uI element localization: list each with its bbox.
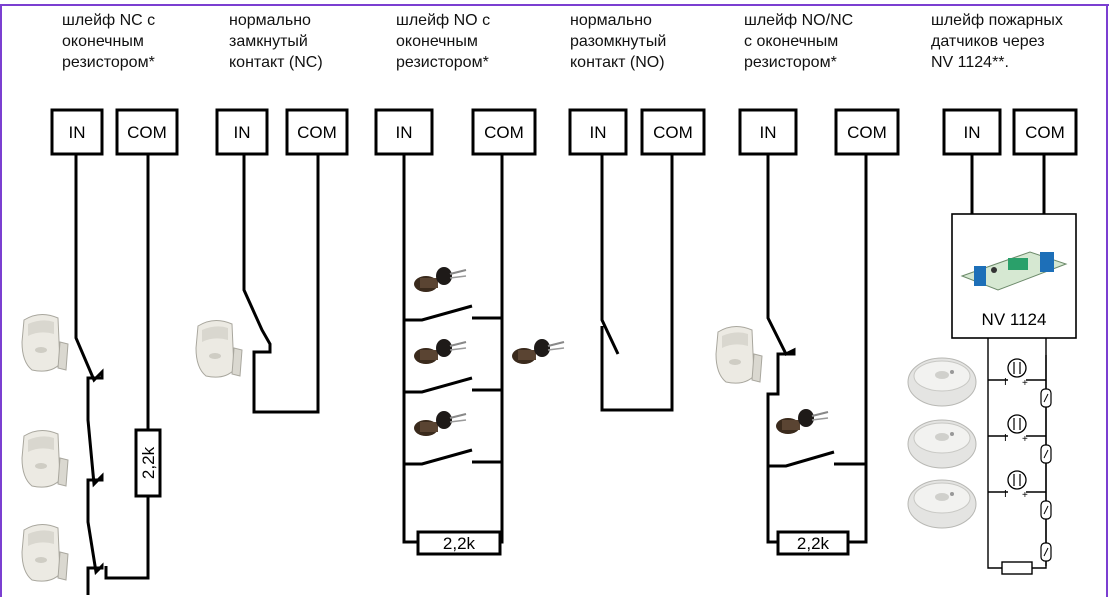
svg-text:+: + (1022, 434, 1028, 445)
page-border (0, 4, 1109, 597)
column-fire-loop (942, 108, 1078, 214)
terminal-com (1012, 108, 1078, 156)
svg-text:I: I (1004, 377, 1007, 388)
terminal-in (568, 108, 628, 156)
column-nc-resistor (50, 108, 179, 595)
nv1124-label: NV 1124 (982, 310, 1047, 329)
nv1124-board-image (960, 251, 1068, 291)
detector-lamps: I + I + I + (1004, 358, 1052, 562)
column-no-resistor (374, 108, 537, 556)
caption-no-resistor: шлейф NO с оконечным резистором* (396, 12, 491, 71)
com-label: COM (127, 123, 167, 142)
in-label: IN (396, 123, 413, 142)
terminal-in (50, 108, 104, 156)
column-no-contact (568, 108, 706, 412)
resistor (134, 428, 162, 498)
terminal-in (215, 108, 269, 156)
caption-no-contact: нормально разомкнутый контакт (NO) (570, 12, 667, 71)
column-nonc-resistor (738, 108, 900, 556)
svg-text:I: I (1004, 489, 1007, 500)
smoke-detector-icon (907, 357, 977, 529)
in-label: IN (234, 123, 251, 142)
terminal-com (834, 108, 900, 156)
com-label: COM (484, 123, 524, 142)
terminal-in (738, 108, 798, 156)
caption-nonc-resistor: шлейф NO/NC с оконечным резистором* (744, 12, 854, 71)
terminal-com (640, 108, 706, 156)
caption-fire-loop: шлейф пожарных датчиков через NV 1124**. (931, 12, 1063, 71)
resistor (776, 530, 850, 556)
terminal-com (471, 108, 537, 156)
svg-text:+: + (1022, 378, 1028, 389)
resistor-label: 2,2k (139, 446, 158, 479)
terminal-com (115, 108, 179, 156)
column-nc-contact (215, 108, 349, 414)
svg-text:I: I (1004, 433, 1007, 444)
com-label: COM (653, 123, 693, 142)
resistor-label: 2,2k (443, 534, 476, 553)
resistor (416, 530, 502, 556)
caption-nc-contact: нормально замкнутый контакт (NC) (229, 12, 323, 71)
in-label: IN (69, 123, 86, 142)
svg-text:+: + (1022, 490, 1028, 501)
motion-detector-icon (21, 313, 763, 582)
in-label: IN (760, 123, 777, 142)
caption-nc-resistor: шлейф NC с оконечным резистором* (62, 12, 156, 71)
in-label: IN (964, 123, 981, 142)
com-label: COM (1025, 123, 1065, 142)
in-label: IN (590, 123, 607, 142)
terminal-in (374, 108, 434, 156)
com-label: COM (297, 123, 337, 142)
com-label: COM (847, 123, 887, 142)
resistor-label: 2,2k (797, 534, 830, 553)
